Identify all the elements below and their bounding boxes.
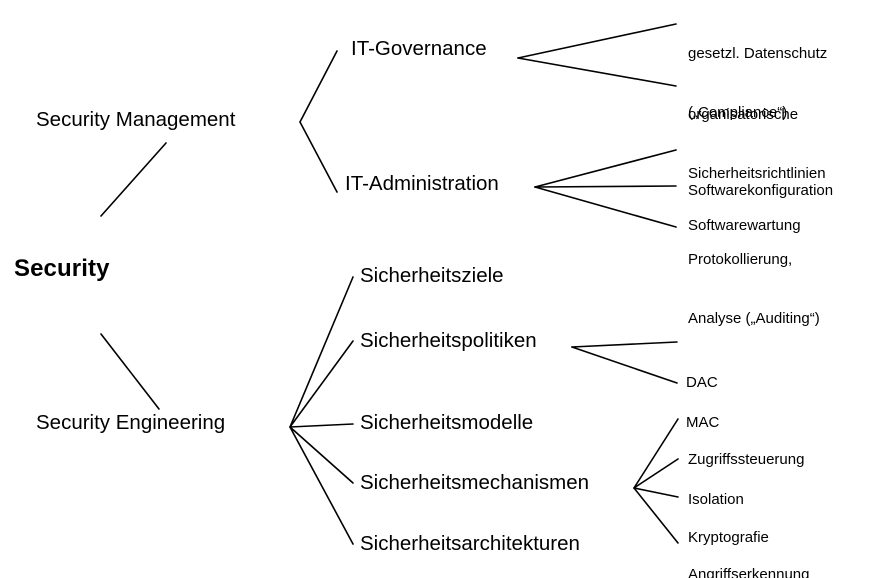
edge-seceng-to-sicherheitsziele <box>289 276 354 428</box>
edge-root-to-security-engineering <box>100 333 160 410</box>
edge-seceng-to-sicherheitsarchitekturen <box>289 426 354 545</box>
edge-politiken-to-dac <box>571 341 678 348</box>
edge-itadmin-to-leaf-2 <box>534 185 677 188</box>
node-root-security[interactable]: Security <box>14 255 110 282</box>
leaf-line-1: MAC <box>686 414 720 431</box>
node-security-management[interactable]: Security Management <box>36 108 236 131</box>
leaf-line-1: Isolation <box>688 491 744 508</box>
node-sicherheitsziele[interactable]: Sicherheitsziele <box>360 264 504 287</box>
edge-mechanismen-to-zugriffssteuerung <box>633 418 679 489</box>
edge-mechanismen-to-isolation <box>633 458 679 489</box>
leaf-line-1: Protokollierung, <box>688 251 793 268</box>
leaf-dac[interactable]: DAC <box>686 334 718 432</box>
node-it-administration[interactable]: IT-Administration <box>345 172 499 195</box>
leaf-line-1: Zugriffssteuerung <box>688 451 805 468</box>
edge-mechanismen-to-kryptografie <box>633 487 679 498</box>
edge-itadmin-to-leaf-3 <box>534 186 677 228</box>
leaf-mac[interactable]: MAC <box>686 374 719 472</box>
edge-itadmin-to-leaf-1 <box>534 149 677 188</box>
node-security-engineering[interactable]: Security Engineering <box>36 411 226 434</box>
leaf-line-2: Analyse („Auditing“) <box>688 309 820 327</box>
leaf-line-1: organisatorische <box>688 106 799 123</box>
leaf-line-1: gesetzl. Datenschutz <box>688 45 828 62</box>
leaf-softwarekonfiguration[interactable]: Softwarekonfiguration <box>688 142 833 240</box>
edge-itgov-to-leaf-2 <box>517 57 677 87</box>
leaf-zugriffssteuerung[interactable]: Zugriffssteuerung <box>688 411 804 509</box>
edge-itgov-to-leaf-1 <box>517 23 677 59</box>
leaf-gesetzl-datenschutz[interactable]: gesetzl. Datenschutz („Compliance“) <box>688 5 827 161</box>
leaf-protokollierung-analyse[interactable]: Protokollierung, Analyse („Auditing“) <box>688 211 820 367</box>
edge-politiken-to-mac <box>571 346 678 384</box>
leaf-softwarewartung[interactable]: Softwarewartung <box>688 177 801 275</box>
edge-mechanismen-to-angriffserkennung <box>633 487 679 544</box>
node-sicherheitsarchitekturen[interactable]: Sicherheitsarchitekturen <box>360 532 580 555</box>
edge-secmgmt-to-it-governance <box>299 50 338 123</box>
edge-seceng-to-sicherheitsmechanismen <box>289 426 354 484</box>
leaf-kryptografie[interactable]: Kryptografie <box>688 489 769 578</box>
edge-secmgmt-to-it-administration <box>299 121 338 193</box>
leaf-line-1: Softwarekonfiguration <box>688 182 834 199</box>
leaf-angriffserkennung[interactable]: Angriffserkennung (Intrusion Detection) <box>688 526 823 578</box>
leaf-line-2: Sicherheitsrichtlinien <box>688 164 826 182</box>
node-sicherheitspolitiken[interactable]: Sicherheitspolitiken <box>360 329 537 352</box>
leaf-line-1: DAC <box>686 374 718 391</box>
leaf-line-1: Softwarewartung <box>688 217 801 234</box>
node-sicherheitsmodelle[interactable]: Sicherheitsmodelle <box>360 411 534 434</box>
leaf-organisatorische-sicherheitsrichtlinien[interactable]: organisatorische Sicherheitsrichtlinien <box>688 66 826 222</box>
node-it-governance[interactable]: IT-Governance <box>351 37 487 60</box>
edge-seceng-to-sicherheitsmodelle <box>289 423 354 428</box>
node-sicherheitsmechanismen[interactable]: Sicherheitsmechanismen <box>360 471 590 494</box>
leaf-isolation[interactable]: Isolation <box>688 451 744 549</box>
edge-seceng-to-sicherheitspolitiken <box>289 340 354 428</box>
leaf-line-1: Kryptografie <box>688 529 769 546</box>
edge-root-to-security-management <box>100 142 167 217</box>
leaf-line-1: Angriffserkennung <box>688 566 810 578</box>
leaf-line-2: („Compliance“) <box>688 103 788 121</box>
